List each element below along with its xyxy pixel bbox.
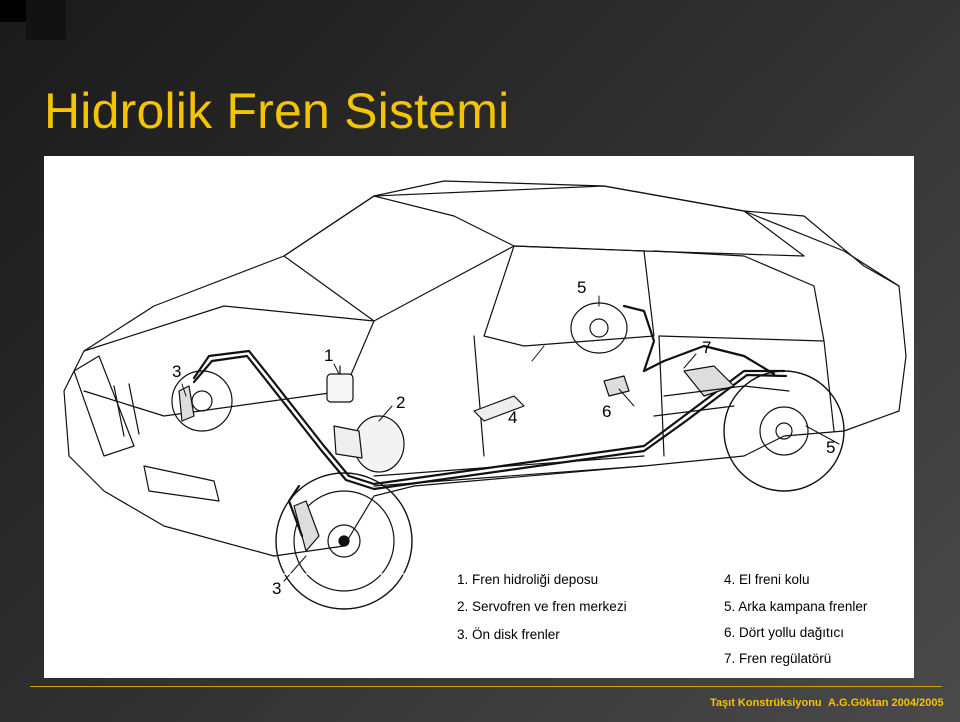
- callout-7: 7: [702, 338, 712, 357]
- brake-lines: [192, 304, 788, 538]
- car-brake-illustration: [44, 180, 914, 610]
- footer-author: A.G.Göktan 2004/2005: [828, 697, 944, 709]
- callout-1: 1: [324, 346, 334, 365]
- callout-4: 4: [508, 408, 518, 427]
- callout-2: 2: [396, 393, 406, 412]
- handbrake-lever: [473, 395, 525, 422]
- callout-5-top: 5: [577, 278, 587, 297]
- legend-item-1: 1. Fren hidroliği deposu: [457, 572, 599, 587]
- footer-course: Taşıt Konstrüksiyonu: [710, 697, 822, 709]
- windshield-outline: [283, 195, 515, 322]
- slide-title: Hidrolik Fren Sistemi: [44, 83, 510, 139]
- corner-decoration-shadow: [26, 0, 66, 40]
- legend-item-6: 6. Dört yollu dağıtıcı: [724, 625, 845, 640]
- rear-wheel: [723, 370, 845, 492]
- legend-item-4: 4. El freni kolu: [724, 572, 810, 587]
- legend-item-3: 3. Ön disk frenler: [457, 627, 560, 642]
- rear-drum-top: [570, 302, 628, 354]
- diagram-panel: 1 2 3 3 4 5 5 6 7 1. Fren hidroliği depo…: [44, 156, 914, 678]
- distributor: [603, 375, 630, 397]
- callout-6: 6: [602, 402, 612, 421]
- brake-booster: [353, 415, 405, 473]
- callout-3-top: 3: [172, 362, 182, 381]
- front-wheel: [275, 472, 413, 610]
- fluid-reservoir: [326, 373, 354, 403]
- corner-decoration: [0, 0, 26, 22]
- callout-3-bottom: 3: [272, 579, 282, 598]
- legend-item-7: 7. Fren regülatörü: [724, 651, 832, 666]
- legend-item-5: 5. Arka kampana frenler: [724, 599, 868, 614]
- legend-item-2: 2. Servofren ve fren merkezi: [457, 599, 627, 614]
- callout-5-right: 5: [826, 438, 836, 457]
- footer-divider: [30, 686, 942, 687]
